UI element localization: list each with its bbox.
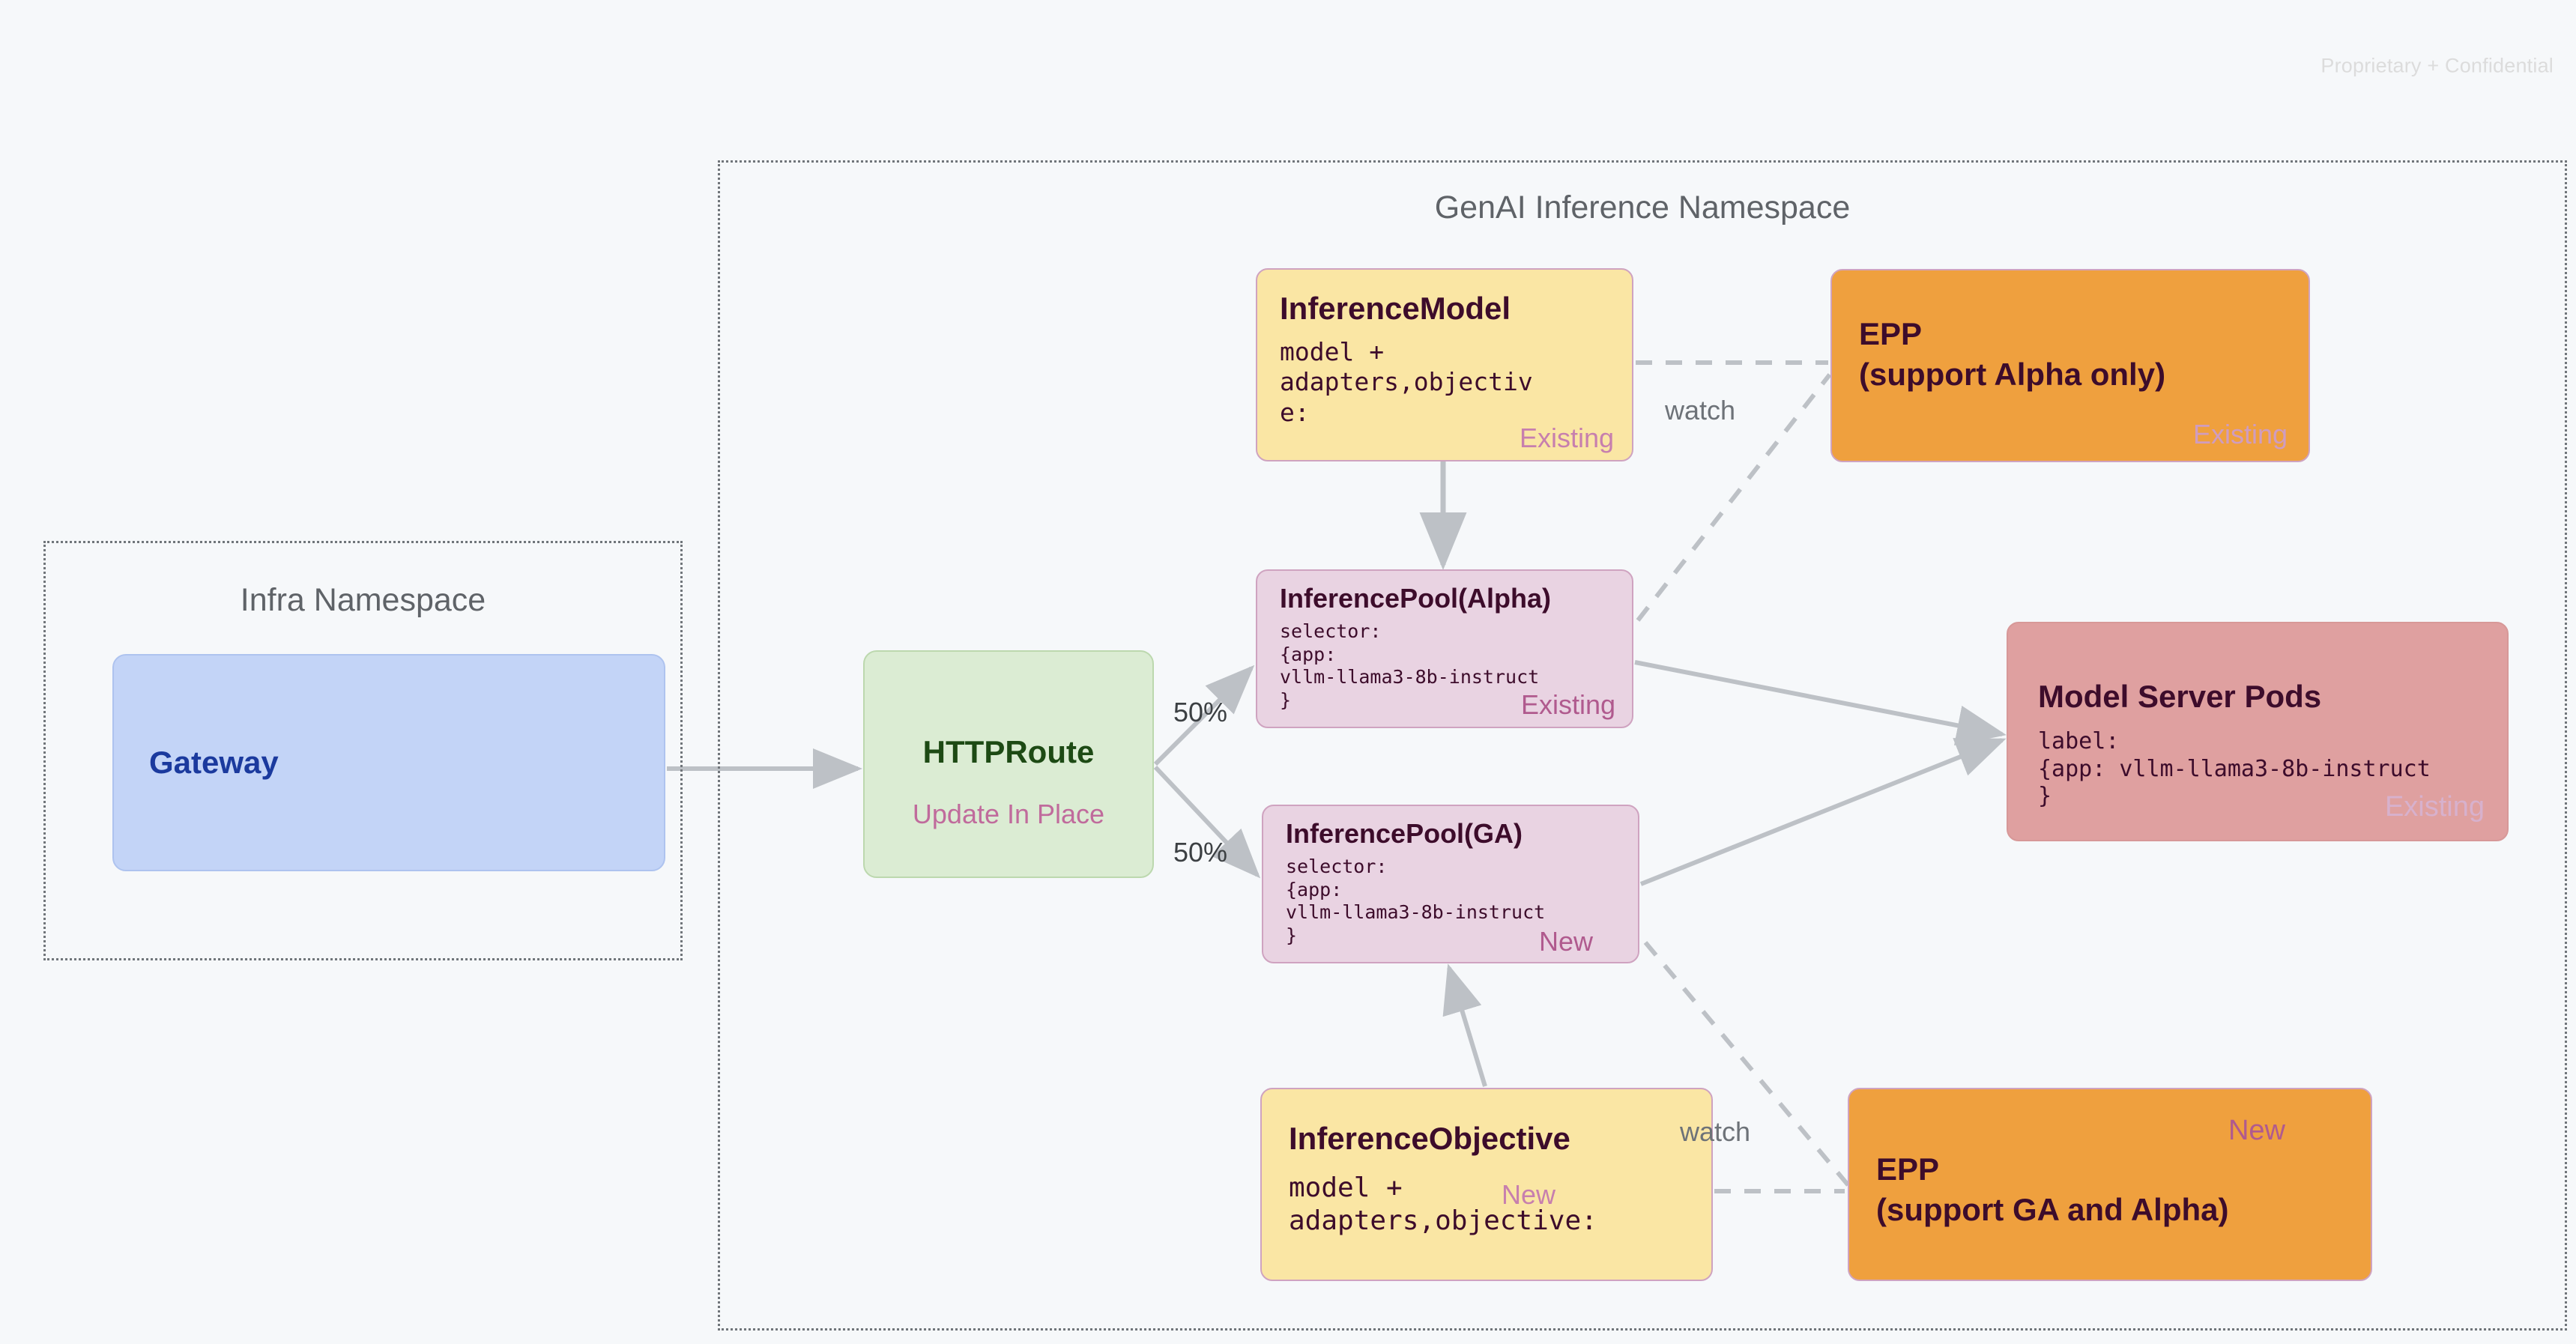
inference-pool-ga-badge: New — [1538, 926, 1593, 957]
infra-namespace-container: Infra Namespace — [43, 541, 683, 960]
httproute-badge: Update In Place — [912, 799, 1105, 829]
edge-label-split-top: 50% — [1173, 697, 1228, 727]
infra-namespace-title: Infra Namespace — [240, 582, 486, 618]
httproute-title: HTTPRoute — [922, 734, 1095, 769]
node-httproute[interactable]: HTTPRoute Update In Place — [863, 650, 1154, 878]
node-inference-model[interactable]: InferenceModel model + adapters,objectiv… — [1256, 268, 1633, 461]
genai-namespace-title: GenAI Inference Namespace — [1434, 190, 1851, 225]
inference-objective-badge: New — [1502, 1179, 1556, 1210]
inference-pool-alpha-title: InferencePool(Alpha) — [1280, 583, 1552, 614]
node-epp-alpha[interactable]: EPP (support Alpha only) Existing — [1830, 269, 2310, 462]
epp-ga-badge: New — [2228, 1115, 2285, 1146]
epp-alpha-title: EPP (support Alpha only) — [1859, 316, 2166, 392]
node-gateway[interactable]: Gateway — [112, 654, 665, 871]
node-model-server-pods[interactable]: Model Server Pods label: {app: vllm-llam… — [2007, 622, 2509, 841]
inference-model-title: InferenceModel — [1280, 291, 1511, 326]
epp-alpha-badge: Existing — [2192, 419, 2288, 449]
confidential-notice: Proprietary + Confidential — [2320, 54, 2554, 77]
inference-model-body: model + adapters,objectiv e: — [1280, 337, 1533, 427]
edge-label-split-bottom: 50% — [1173, 837, 1228, 868]
inference-pool-alpha-badge: Existing — [1520, 689, 1615, 720]
node-inference-objective[interactable]: InferenceObjective model + adapters,obje… — [1260, 1088, 1713, 1281]
inference-pool-ga-body: selector: {app: vllm-llama3-8b-instruct … — [1286, 856, 1546, 946]
inference-pool-ga-title: InferencePool(GA) — [1286, 818, 1523, 849]
edge-label-watch-bottom: watch — [1680, 1116, 1751, 1147]
node-epp-ga[interactable]: EPP (support GA and Alpha) New — [1848, 1088, 2372, 1281]
inference-model-badge: Existing — [1519, 423, 1614, 453]
genai-namespace-container: GenAI Inference Namespace — [718, 160, 2567, 1331]
gateway-title: Gateway — [149, 745, 279, 780]
inference-objective-title: InferenceObjective — [1289, 1121, 1570, 1156]
node-inference-pool-alpha[interactable]: InferencePool(Alpha) selector: {app: vll… — [1256, 569, 1633, 728]
model-server-pods-body: label: {app: vllm-llama3-8b-instruct } — [2038, 728, 2431, 810]
inference-pool-alpha-body: selector: {app: vllm-llama3-8b-instruct … — [1280, 620, 1540, 711]
model-server-pods-badge: Existing — [2384, 791, 2485, 823]
node-inference-pool-ga[interactable]: InferencePool(GA) selector: {app: vllm-l… — [1262, 805, 1639, 963]
edge-label-watch-top: watch — [1665, 395, 1736, 426]
model-server-pods-title: Model Server Pods — [2038, 679, 2322, 714]
epp-ga-title: EPP (support GA and Alpha) — [1876, 1151, 2229, 1227]
inference-objective-body: model + adapters,objective: — [1289, 1172, 1597, 1236]
